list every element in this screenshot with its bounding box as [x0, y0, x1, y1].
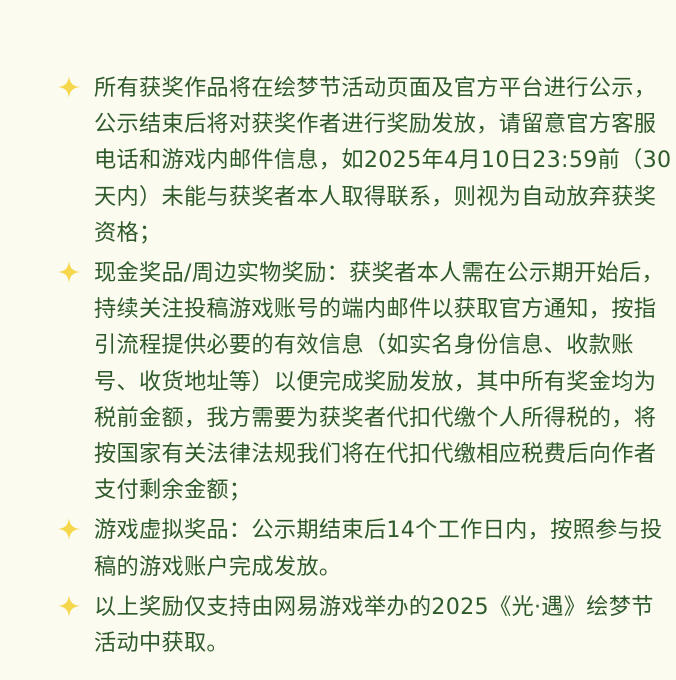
sparkle-star-icon [58, 594, 80, 617]
sparkle-star-icon [58, 518, 80, 541]
sparkle-star-icon [58, 76, 80, 98]
rule-item-1: 所有获奖作品将在绘梦节活动页面及官方平台进行公示，公示结束后将对获奖作者进行奖励… [58, 70, 674, 251]
rules-list: 所有获奖作品将在绘梦节活动页面及官方平台进行公示，公示结束后将对获奖作者进行奖励… [58, 70, 674, 665]
rule-text: 所有获奖作品将在绘梦节活动页面及官方平台进行公示，公示结束后将对获奖作者进行奖励… [94, 75, 672, 246]
rule-item-3: 游戏虚拟奖品：公示期结束后14个工作日内，按照参与投稿的游戏账户完成发放。 [58, 512, 674, 584]
rule-text: 游戏虚拟奖品：公示期结束后14个工作日内，按照参与投稿的游戏账户完成发放。 [94, 517, 663, 580]
rule-item-4: 以上奖励仅支持由网易游戏举办的2025《光·遇》绘梦节活动中获取。 [58, 589, 674, 661]
sparkle-star-icon [58, 261, 80, 284]
rule-item-2: 现金奖品/周边实物奖励：获奖者本人需在公示期开始后，持续关注投稿游戏账号的端内邮… [58, 255, 674, 508]
rule-text: 以上奖励仅支持由网易游戏举办的2025《光·遇》绘梦节活动中获取。 [94, 593, 654, 657]
rule-text: 现金奖品/周边实物奖励：获奖者本人需在公示期开始后，持续关注投稿游戏账号的端内邮… [94, 260, 664, 504]
